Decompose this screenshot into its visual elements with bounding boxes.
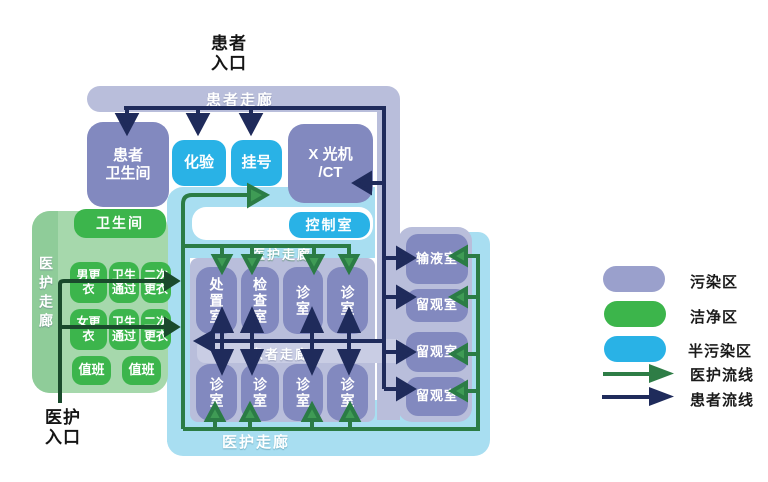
corridor-staff-bottom-label: 医护走廊 [221, 434, 290, 451]
corridor-right-band [377, 86, 400, 420]
corridor-patient-mid-label: 患者走廊 [249, 347, 310, 362]
corridor-staff-left-strip [32, 211, 58, 393]
room-consult-1: 诊室 [283, 267, 323, 334]
room-observation-3: 留观室 [406, 377, 468, 416]
room-second-changing-2: 二次 更衣 [141, 309, 171, 350]
room-female-changing: 女更 衣 [70, 309, 107, 350]
legend-label-patient-flow: 患者流线 [690, 392, 755, 409]
room-sanitary-pass-2: 卫生 通过 [109, 309, 139, 350]
room-examination: 检查室 [241, 267, 279, 334]
room-patient-toilet: 患者 卫生间 [87, 122, 169, 207]
room-sanitary-pass-1: 卫生 通过 [109, 262, 139, 303]
room-duty-2: 值班 [122, 356, 161, 385]
corridor-patient-top-label: 患者走廊 [205, 92, 274, 109]
legend-patient-flow-arrowhead-icon [649, 387, 674, 406]
room-consult-4: 诊室 [241, 364, 279, 421]
room-consult-5: 诊室 [283, 364, 323, 421]
legend-label-staff-flow: 医护流线 [690, 367, 755, 384]
legend-label-contaminated: 污染区 [690, 274, 739, 291]
legend-staff-flow-line-icon [603, 372, 651, 376]
legend-label-clean: 洁净区 [690, 309, 739, 326]
legend-staff-flow-arrowhead-icon [649, 364, 674, 383]
room-consult-6: 诊室 [327, 364, 368, 421]
patient-entrance-label: 患者 入口 [211, 34, 247, 74]
room-treatment: 处置室 [196, 267, 237, 334]
room-toilet: 卫生间 [74, 209, 166, 238]
room-control: 控制室 [289, 212, 370, 238]
room-duty-1: 值班 [72, 356, 111, 385]
room-xray-ct: X 光机 /CT [288, 124, 373, 203]
patient-arrow-to-registration [238, 113, 264, 137]
legend-patient-flow-line-icon [602, 395, 650, 399]
patient-arrow-to-lab [185, 113, 211, 137]
corridor-staff-mid-label: 医护走廊 [251, 247, 312, 262]
room-consult-2: 诊室 [327, 267, 368, 334]
legend-chip-contaminated [603, 266, 665, 292]
room-observation-2: 留观室 [406, 332, 468, 372]
room-consult-3: 诊室 [196, 364, 237, 421]
room-lab: 化验 [172, 140, 226, 186]
staff-entrance-label: 医护 入口 [45, 408, 81, 448]
legend-chip-semi-contaminated [604, 336, 666, 362]
room-observation-1: 留观室 [406, 289, 468, 322]
room-second-changing-1: 二次 更衣 [141, 262, 171, 303]
room-infusion: 输液室 [406, 234, 468, 284]
room-registration: 挂号 [231, 140, 282, 186]
room-male-changing: 男更 衣 [70, 262, 107, 303]
legend-label-semi-contaminated: 半污染区 [688, 343, 753, 360]
corridor-staff-left-label: 医护走廊 [38, 256, 54, 332]
legend-chip-clean [604, 301, 666, 327]
